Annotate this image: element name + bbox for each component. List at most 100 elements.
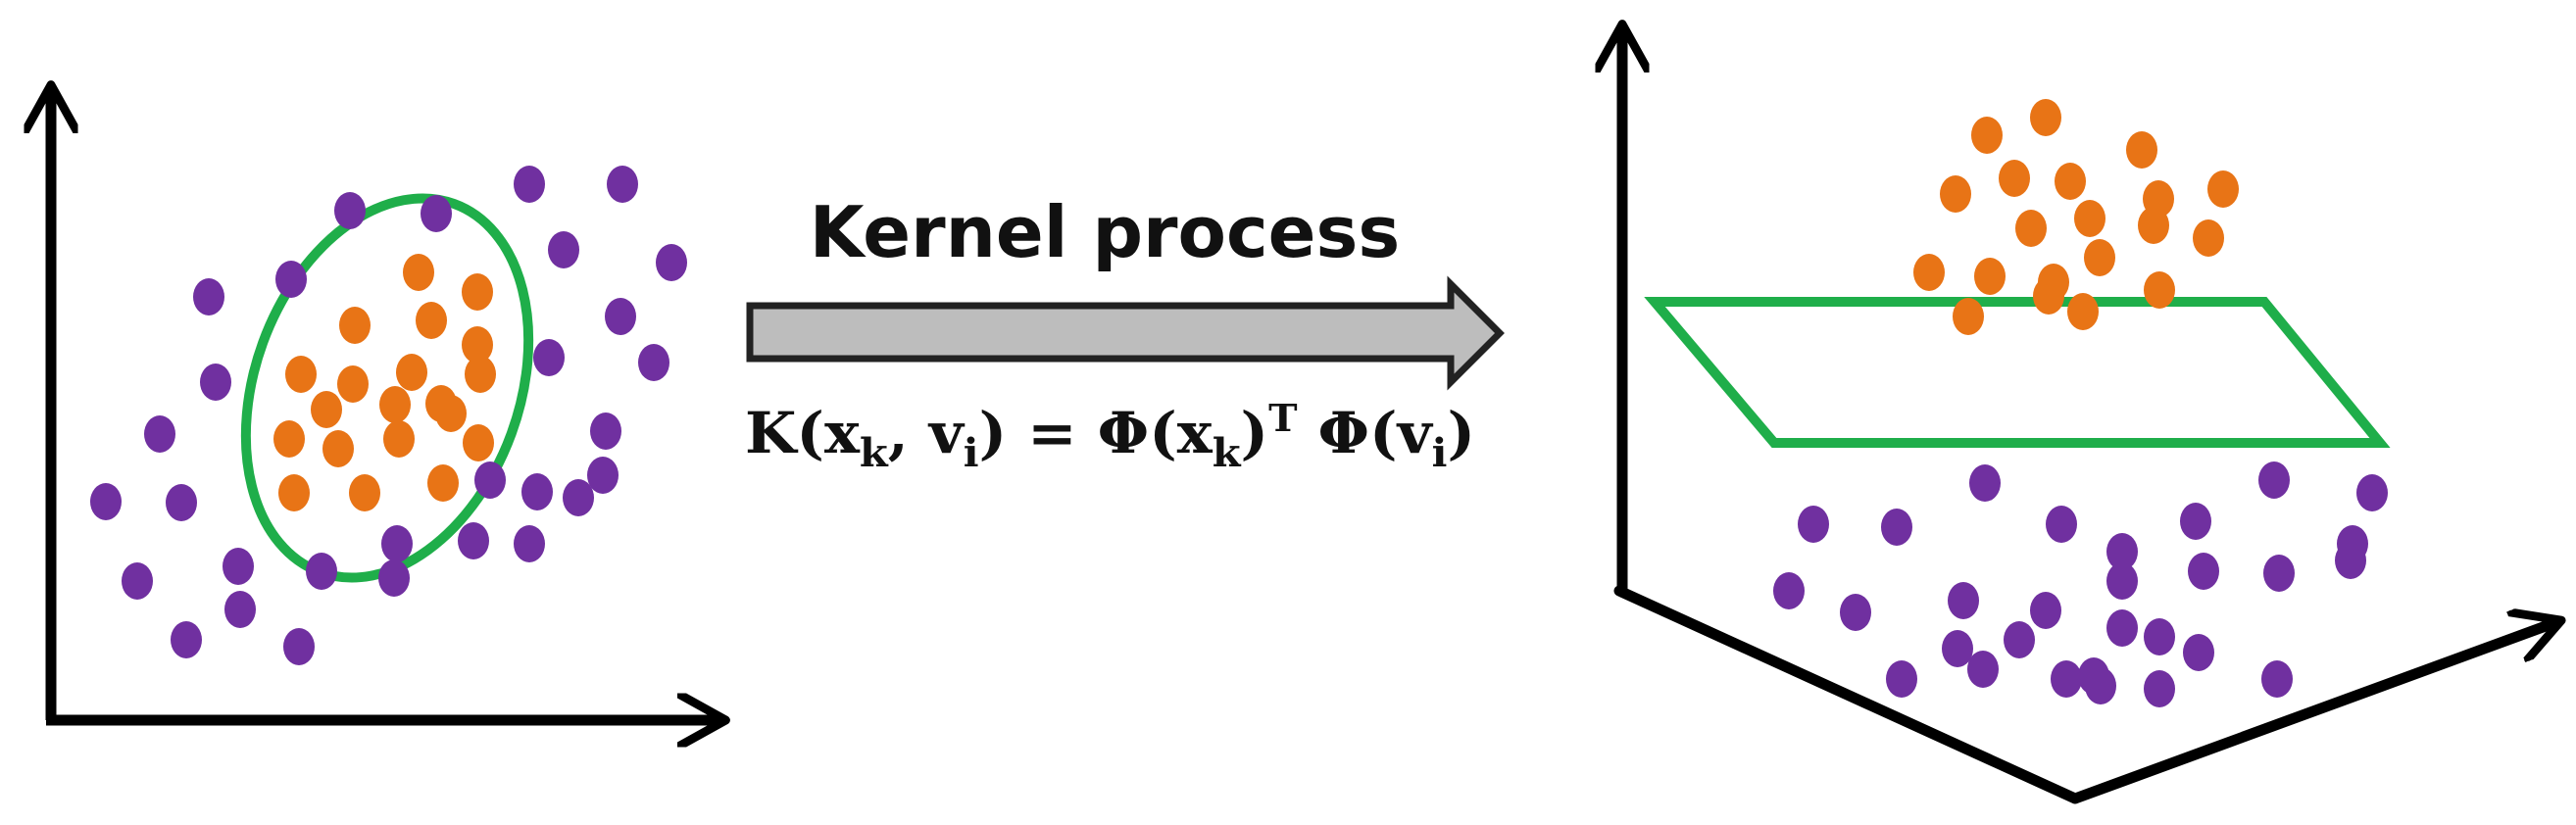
inner-class-point [396, 354, 427, 391]
mapped-outer-class-point [1881, 509, 1912, 546]
mapped-inner-class-point [2084, 239, 2115, 276]
inner-class-point [403, 254, 434, 291]
outer-class-point [533, 339, 565, 376]
inner-class-point [285, 356, 317, 393]
mapped-outer-class-point [1840, 594, 1871, 631]
outer-class-point [90, 483, 122, 520]
mapped-outer-class-point [2263, 555, 2295, 592]
right-upper-points [1913, 99, 2239, 335]
feature-space-panel [1613, 29, 2556, 804]
outer-class-point [306, 553, 337, 590]
mapped-inner-class-point [2067, 293, 2099, 330]
mapped-inner-class-point [2055, 163, 2086, 200]
mapped-outer-class-point [2051, 660, 2082, 698]
mapped-outer-class-point [2030, 592, 2061, 629]
outer-class-point [474, 461, 506, 499]
outer-class-point [224, 591, 256, 628]
inner-class-point [465, 356, 496, 393]
inner-class-point [463, 424, 494, 461]
inner-class-point [462, 273, 493, 311]
mapped-inner-class-point [1974, 258, 2006, 295]
mapped-inner-class-point [2144, 271, 2175, 309]
mapped-outer-class-point [1773, 572, 1805, 609]
outer-class-point [334, 192, 366, 229]
mapped-inner-class-point [2033, 277, 2064, 315]
mapped-outer-class-point [1948, 582, 1979, 619]
outer-class-point [122, 562, 153, 600]
right-lower-points [1773, 461, 2388, 707]
outer-class-point [200, 364, 231, 401]
mapped-outer-class-point [2144, 670, 2175, 707]
mapped-outer-class-point [1969, 464, 2001, 502]
mapped-outer-class-point [2180, 503, 2211, 540]
mapped-outer-class-point [2258, 461, 2290, 499]
mapped-outer-class-point [2335, 542, 2366, 579]
mapped-inner-class-point [1953, 298, 1984, 335]
kernel-transform: Kernel process K(xk, vi) = Φ(xk)T Φ(vi) [745, 191, 1505, 476]
mapped-outer-class-point [1967, 651, 1999, 688]
inner-class-point [349, 474, 380, 511]
mapped-inner-class-point [2126, 131, 2157, 169]
inner-class-point [278, 474, 310, 511]
mapped-inner-class-point [1971, 117, 2003, 154]
inner-class-point [322, 430, 354, 467]
mapped-inner-class-point [1940, 175, 1971, 213]
outer-class-point [514, 525, 545, 562]
outer-class-point [563, 479, 594, 516]
inner-class-point [383, 420, 415, 458]
inner-class-point [337, 365, 369, 403]
outer-class-point [607, 166, 638, 203]
inner-class-point [462, 326, 493, 364]
input-space-panel [46, 90, 720, 720]
inner-class-point [311, 391, 342, 428]
mapped-inner-class-point [1913, 254, 1945, 291]
mapped-outer-class-point [2188, 553, 2219, 590]
outer-class-point [421, 195, 452, 232]
left-inner-points [273, 254, 496, 511]
mapped-outer-class-point [1942, 630, 1973, 667]
mapped-outer-class-point [2046, 506, 2077, 543]
mapped-inner-class-point [2138, 207, 2169, 244]
outer-class-point [514, 166, 545, 203]
mapped-outer-class-point [2106, 562, 2138, 600]
outer-class-point [605, 298, 636, 335]
outer-class-point [193, 278, 224, 315]
mapped-inner-class-point [2193, 219, 2224, 257]
mapped-outer-class-point [2183, 634, 2214, 671]
outer-class-point [223, 548, 254, 585]
mapped-outer-class-point [2356, 474, 2388, 511]
kernel-arrow [746, 275, 1505, 391]
mapped-inner-class-point [1999, 160, 2030, 197]
outer-class-point [638, 344, 669, 381]
inner-class-point [379, 386, 411, 423]
mapped-outer-class-point [2106, 533, 2138, 570]
kernel-process-label: Kernel process [810, 191, 1400, 273]
outer-class-point [381, 525, 413, 562]
outer-class-point [378, 559, 410, 597]
outer-class-point [166, 484, 197, 521]
outer-class-point [548, 231, 579, 268]
mapped-outer-class-point [1798, 506, 1829, 543]
mapped-inner-class-point [2207, 170, 2239, 208]
outer-class-point [521, 473, 553, 510]
outer-class-point [656, 244, 687, 281]
mapped-inner-class-point [2015, 210, 2047, 247]
mapped-outer-class-point [2085, 667, 2116, 704]
inner-class-point [416, 302, 447, 339]
separating-hyperplane [1644, 297, 2391, 448]
outer-class-point [283, 628, 315, 665]
outer-class-point [590, 412, 621, 450]
outer-class-point [458, 522, 489, 559]
mapped-inner-class-point [2074, 200, 2105, 237]
mapped-outer-class-point [2144, 618, 2175, 655]
right-horizontal-axis [2073, 622, 2556, 804]
mapped-outer-class-point [2004, 621, 2035, 658]
outer-class-point [275, 261, 307, 298]
right-depth-axis [1613, 585, 2081, 804]
mapped-outer-class-point [2106, 609, 2138, 647]
left-outer-points [90, 166, 687, 665]
outer-class-point [171, 621, 202, 658]
inner-class-point [273, 420, 305, 458]
kernel-equation: K(xk, vi) = Φ(xk)T Φ(vi) [745, 396, 1475, 476]
